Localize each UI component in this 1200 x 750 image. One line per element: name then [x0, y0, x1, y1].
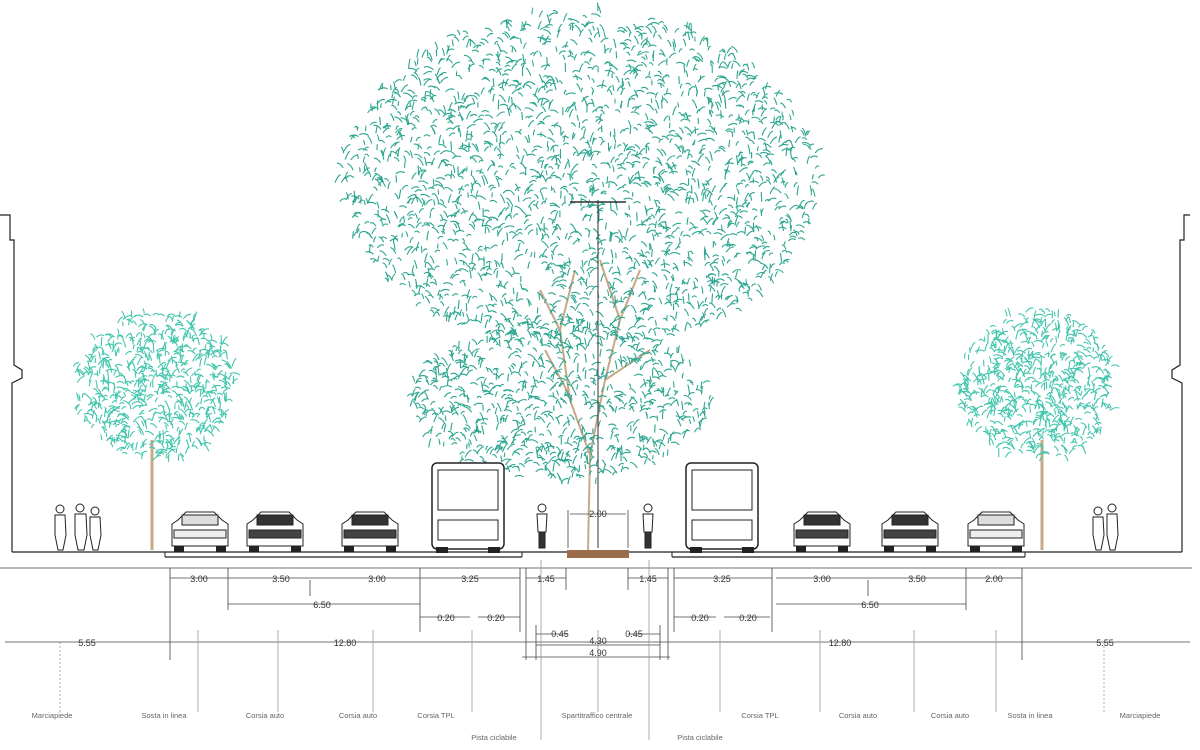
street-lamp [570, 200, 626, 548]
label-spartitraffico: Spartitraffico centrale [562, 711, 633, 720]
dim-gap-1: 0.20 [437, 613, 455, 623]
car-right-1 [793, 511, 851, 552]
dim-lane-5: 1.45 [537, 574, 555, 584]
label-sosta-right: Sosta in linea [1007, 711, 1053, 720]
car-parked-left [171, 511, 229, 552]
cyclist-right [642, 503, 654, 549]
pedestrians-right [1092, 503, 1119, 551]
dimension-labels: 3.00 3.50 3.00 3.25 1.45 1.45 3.25 3.00 … [78, 509, 1114, 658]
dim-tree-spacing: 2.00 [589, 509, 607, 519]
label-corsia-tpl-left: Corsia TPL [417, 711, 454, 720]
dim-total-3: 12.80 [829, 638, 852, 648]
label-corsia-auto-2: Corsia auto [339, 711, 377, 720]
dim-gap-3: 0.20 [691, 613, 709, 623]
dim-total-1: 5.55 [78, 638, 96, 648]
bus-right [685, 462, 759, 553]
dim-median-inner: 4.30 [589, 636, 607, 646]
left-tree-foliage [72, 308, 241, 462]
label-corsia-auto-4: Corsia auto [931, 711, 969, 720]
car-left-2 [341, 511, 399, 552]
dim-subtotal-left: 6.50 [313, 600, 331, 610]
label-sosta-left: Sosta in linea [141, 711, 187, 720]
dim-median-outer: 4.90 [589, 648, 607, 658]
dim-lane-3: 3.00 [368, 574, 386, 584]
bus-left [431, 462, 505, 553]
car-parked-right [967, 511, 1025, 552]
right-tree-foliage [952, 307, 1120, 462]
right-building-facade [1171, 214, 1190, 552]
left-building-facade [0, 214, 23, 552]
dim-total-4: 5.55 [1096, 638, 1114, 648]
label-marciapiede-right: Marciapiede [1120, 711, 1161, 720]
dim-lane-8: 3.00 [813, 574, 831, 584]
label-pista-ciclabile-right: Pista ciclabile [677, 733, 722, 742]
central-tree-foliage [334, 2, 825, 485]
label-pista-ciclabile-left: Pista ciclabile [471, 733, 516, 742]
car-left-1 [246, 511, 304, 552]
label-corsia-tpl-right: Corsia TPL [741, 711, 778, 720]
dim-lane-1: 3.00 [190, 574, 208, 584]
dim-lane-2: 3.50 [272, 574, 290, 584]
dim-offset-right: 0.45 [625, 629, 643, 639]
dim-lane-9: 3.50 [908, 574, 926, 584]
dim-lane-6: 1.45 [639, 574, 657, 584]
dim-subtotal-right: 6.50 [861, 600, 879, 610]
dim-gap-2: 0.20 [487, 613, 505, 623]
central-tree-trunk [539, 259, 651, 551]
dim-lane-10: 2.00 [985, 574, 1003, 584]
label-marciapiede-left: Marciapiede [32, 711, 73, 720]
dim-lane-7: 3.25 [713, 574, 731, 584]
pedestrians-left [54, 503, 102, 551]
car-right-2 [881, 511, 939, 552]
label-corsia-auto-3: Corsia auto [839, 711, 877, 720]
dim-gap-4: 0.20 [739, 613, 757, 623]
median-planter [567, 550, 629, 558]
road-surface [12, 550, 1182, 558]
dim-total-2: 12.80 [334, 638, 357, 648]
right-tree [952, 307, 1120, 550]
cyclist-left [536, 503, 548, 549]
left-tree [72, 308, 241, 550]
component-labels: Marciapiede Sosta in linea Corsia auto C… [32, 711, 1161, 742]
central-tree [334, 2, 825, 551]
dim-offset-left: 0.45 [551, 629, 569, 639]
dim-lane-4: 3.25 [461, 574, 479, 584]
label-corsia-auto-1: Corsia auto [246, 711, 284, 720]
dimension-lines [0, 510, 1192, 740]
